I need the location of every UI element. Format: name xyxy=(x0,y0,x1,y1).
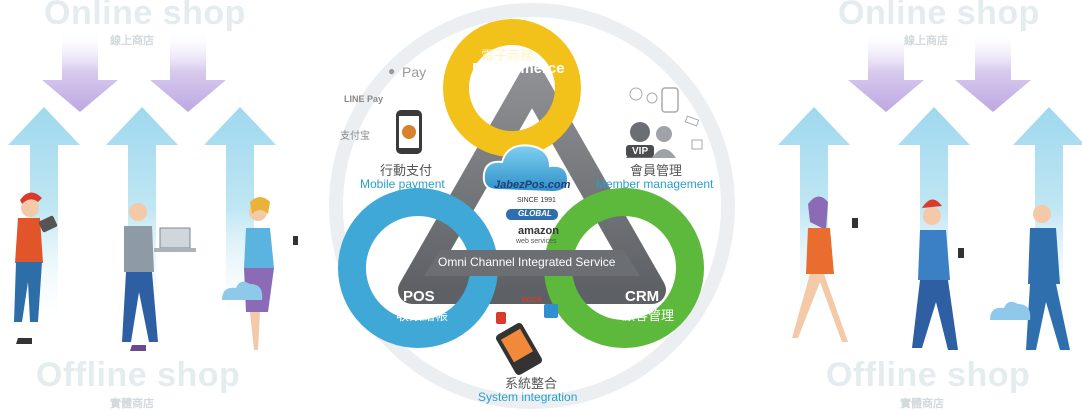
right-person-suit xyxy=(990,205,1070,350)
member-management-label-cn: 會員管理 xyxy=(630,164,683,179)
left-online-shop-subtitle: 線上商店 xyxy=(110,35,154,47)
left-person-laptop xyxy=(122,203,196,351)
amazon-web-services-label: web services xyxy=(516,238,557,245)
right-online-shop-subtitle: 線上商店 xyxy=(904,35,948,47)
line-pay-logo: LINE Pay xyxy=(344,94,384,104)
left-offline-shop-title: Offline shop xyxy=(36,356,241,394)
right-offline-shop-title: Offline shop xyxy=(826,356,1031,394)
right-person-redhair xyxy=(912,199,964,350)
apple-pay-logo: Pay xyxy=(402,64,427,80)
left-online-arrows xyxy=(42,30,226,112)
member-management-label-en: Member management xyxy=(596,177,714,191)
vip-badge: VIP xyxy=(632,146,649,157)
system-integration-label-cn: 系統整合 xyxy=(505,377,558,392)
mobile-payment-label-cn: 行動支付 xyxy=(380,164,433,179)
left-offline-shop-subtitle: 實體商店 xyxy=(110,398,154,410)
crm-label-en: CRM xyxy=(625,288,660,305)
eccr-logo: ECCR xyxy=(522,297,542,304)
left-online-shop-title: Online shop xyxy=(44,0,246,32)
since-strip xyxy=(504,196,560,206)
since-label: SINCE 1991 xyxy=(517,197,556,204)
global-badge xyxy=(506,209,558,220)
right-online-arrows xyxy=(848,30,1031,112)
left-person-phone xyxy=(222,197,298,350)
global-label: GLOBAL xyxy=(518,209,552,218)
left-person-tablet xyxy=(14,192,58,344)
triangle-label-strip xyxy=(424,250,640,276)
triangle xyxy=(398,66,666,304)
pos-terminal-icon xyxy=(495,304,558,375)
center-outer-circle xyxy=(329,3,735,409)
amazon-label: amazon xyxy=(518,225,559,237)
right-person-woman xyxy=(792,196,858,342)
ecommerce-label-en: E-Commerce xyxy=(472,60,565,77)
system-integration-label-en: System integration xyxy=(478,390,578,404)
right-offline-shop-subtitle: 實體商店 xyxy=(900,398,944,410)
pos-label-en: POS xyxy=(403,288,435,305)
member-icons xyxy=(626,87,703,158)
ecommerce-ring xyxy=(443,19,581,157)
brand-logo: JabezPos.com xyxy=(494,179,571,191)
mobile-payment-label-en: Mobile payment xyxy=(360,177,445,191)
omni-channel-label: Omni Channel Integrated Service xyxy=(438,255,616,269)
alipay-logo: 支付宝 xyxy=(340,131,370,142)
apple-icon: ● xyxy=(388,64,396,78)
right-online-shop-title: Online shop xyxy=(838,0,1040,32)
pos-label-cn: 收銀結帳 xyxy=(396,309,449,324)
cloud-icon xyxy=(482,144,570,194)
mobile-payment-phone-icon xyxy=(396,110,422,154)
crm-label-cn: 顧客管理 xyxy=(622,309,675,324)
ecommerce-label-cn: 電子商務 xyxy=(481,49,534,64)
